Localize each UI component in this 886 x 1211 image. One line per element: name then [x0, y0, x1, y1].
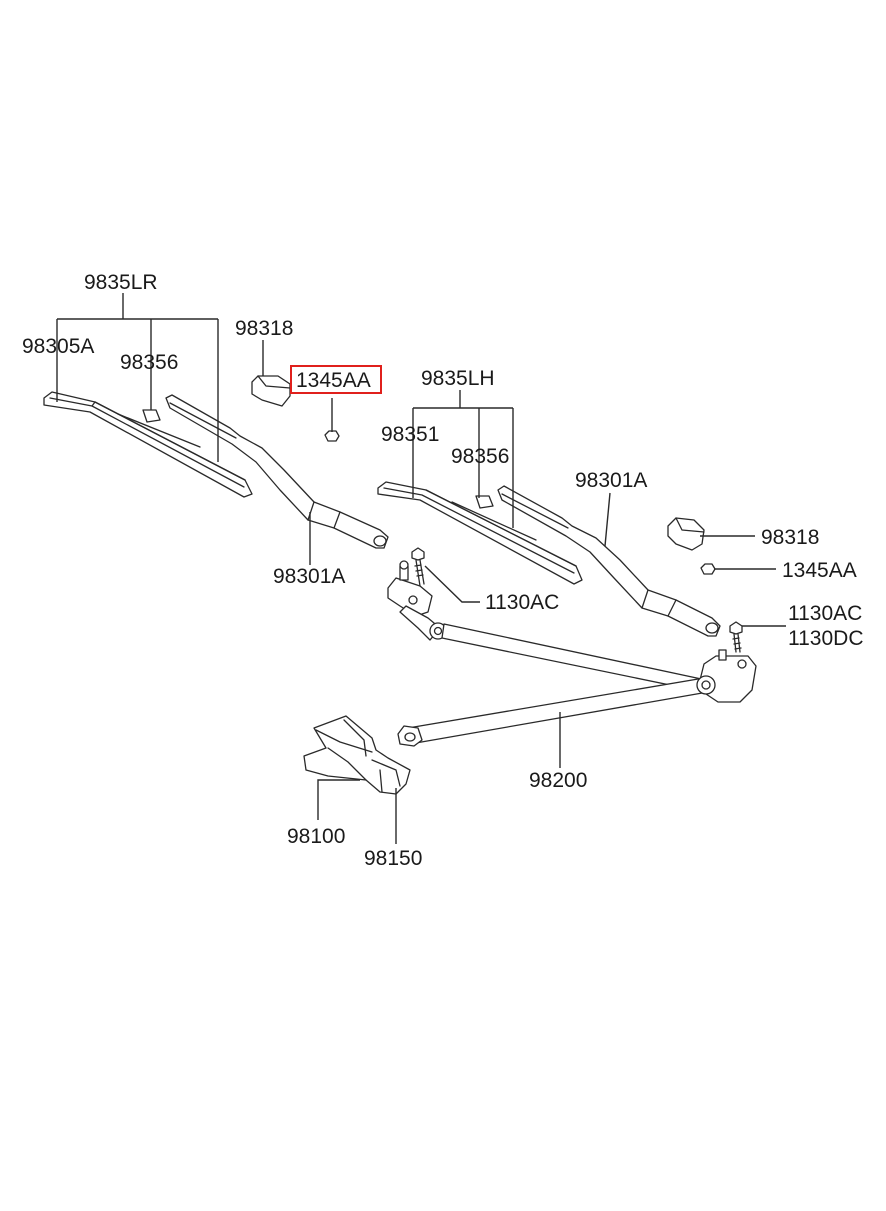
label-1130AC-left[interactable]: 1130AC	[485, 591, 559, 614]
label-1345AA-highlighted[interactable]: 1345AA	[296, 369, 371, 392]
label-9835LR[interactable]: 9835LR	[84, 271, 158, 294]
wiper-motor-assembly	[303, 715, 411, 795]
right-wiper-blade	[377, 481, 583, 585]
label-98100[interactable]: 98100	[287, 825, 345, 848]
left-arm-cap	[251, 375, 291, 407]
label-98305A[interactable]: 98305A	[22, 335, 94, 358]
left-blade-clip	[142, 409, 161, 423]
label-98150[interactable]: 98150	[364, 847, 422, 870]
left-wiper-blade	[43, 391, 253, 498]
label-98356-left[interactable]: 98356	[120, 351, 178, 374]
right-blade-clip	[475, 495, 494, 509]
left-wiper-arm	[165, 394, 389, 549]
right-arm-cap	[667, 517, 705, 551]
label-1130AC-right[interactable]: 1130AC	[788, 602, 862, 625]
label-98351[interactable]: 98351	[381, 423, 439, 446]
wiper-linkage	[387, 547, 757, 747]
right-arm-nut	[700, 563, 716, 575]
highlight-box	[290, 365, 382, 394]
label-98200[interactable]: 98200	[529, 769, 587, 792]
label-98301A-right[interactable]: 98301A	[575, 469, 647, 492]
right-wiper-arm	[497, 485, 721, 637]
label-1130DC[interactable]: 1130DC	[788, 627, 864, 650]
label-9835LH[interactable]: 9835LH	[421, 367, 495, 390]
part-labels: 9835LR 98305A 98356 98318 1345AA 9835LH …	[22, 271, 864, 870]
label-1345AA-right[interactable]: 1345AA	[782, 559, 857, 582]
left-arm-nut	[324, 430, 340, 442]
label-98318-top[interactable]: 98318	[235, 317, 293, 340]
label-98318-right[interactable]: 98318	[761, 526, 819, 549]
label-98301A-left[interactable]: 98301A	[273, 565, 345, 588]
leader-lines	[56, 293, 786, 844]
label-98356-right[interactable]: 98356	[451, 445, 509, 468]
